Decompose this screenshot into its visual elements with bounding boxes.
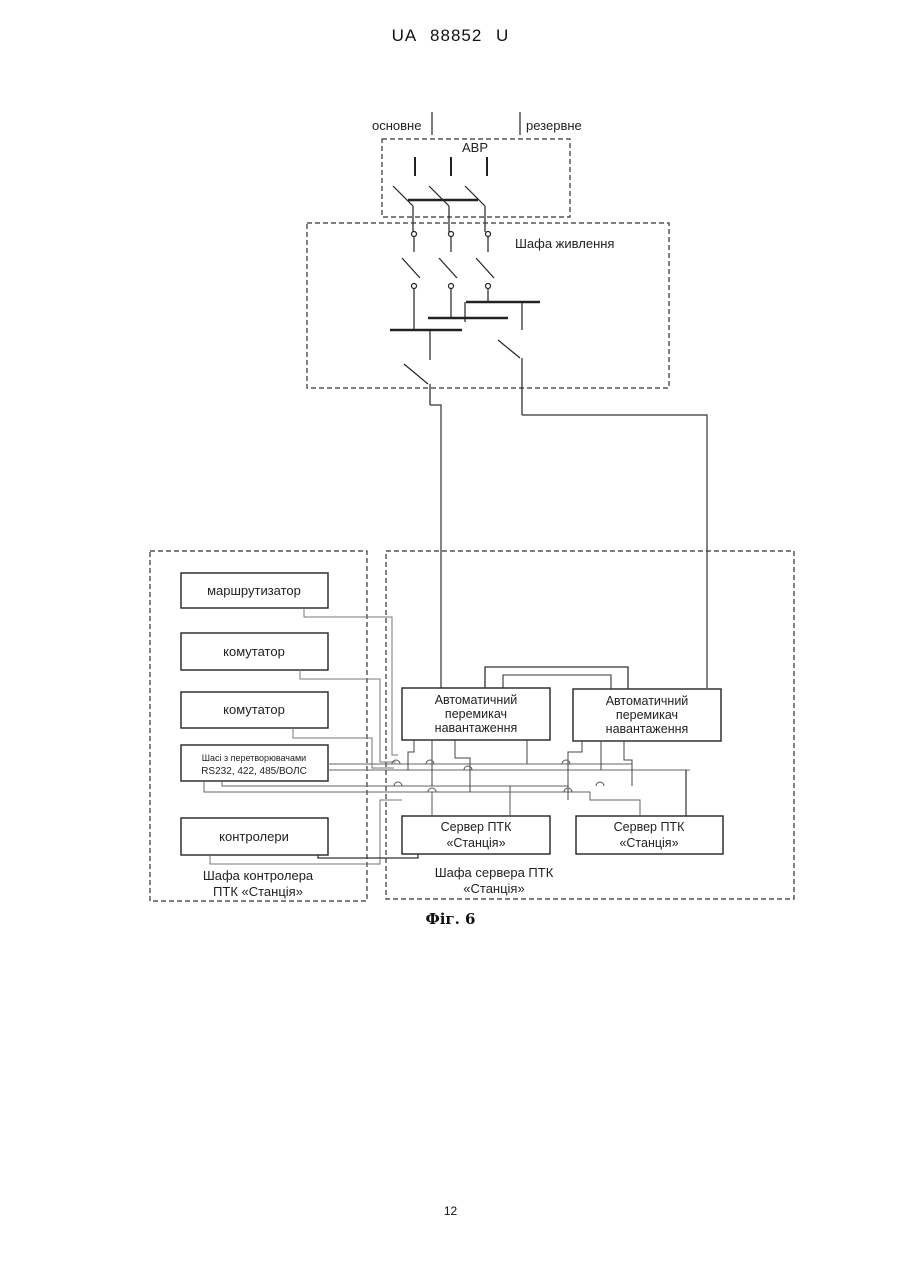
ats1-label-line2: перемикач	[445, 707, 507, 721]
server2-label-line1: Сервер ПТК	[614, 820, 685, 834]
supply-inputs	[432, 112, 520, 135]
controller-cabinet-label-line2: ПТК «Станція»	[213, 884, 303, 899]
ats-feed-lines	[430, 405, 707, 688]
server2-label-line2: «Станція»	[619, 836, 678, 850]
chassis-label-line1: Шасі з перетворювачами	[202, 753, 306, 763]
chassis-label-line2: RS232, 422, 485/ВОЛС	[201, 766, 307, 777]
supply-main-label: основне	[372, 118, 421, 133]
supply-reserve-label: резервне	[526, 118, 582, 133]
switch2-label: комутатор	[223, 702, 285, 717]
avr-switches	[393, 157, 487, 232]
server-cabinet-label-line1: Шафа сервера ПТК	[435, 865, 554, 880]
ats2-label-line1: Автоматичний	[606, 694, 689, 708]
power-cabinet-label: Шафа живлення	[515, 236, 614, 251]
ats2-label-line3: навантаження	[606, 722, 689, 736]
controller-cabinet-label-line1: Шафа контролера	[203, 868, 314, 883]
avr-label: АВР	[462, 140, 488, 155]
page-number: 12	[0, 1204, 901, 1218]
figure-caption: Фіг. 6	[0, 910, 901, 928]
ats1-label-line1: Автоматичний	[435, 693, 518, 707]
ats2-label-line2: перемикач	[616, 708, 678, 722]
switch1-label: комутатор	[223, 644, 285, 659]
server1-label-line2: «Станція»	[446, 836, 505, 850]
server-cabinet-label-line2: «Станція»	[463, 881, 524, 896]
server1-label-line1: Сервер ПТК	[441, 820, 512, 834]
router-label: маршрутизатор	[207, 583, 301, 598]
controllers-label: контролери	[219, 829, 289, 844]
ats1-label-line3: навантаження	[435, 721, 518, 735]
